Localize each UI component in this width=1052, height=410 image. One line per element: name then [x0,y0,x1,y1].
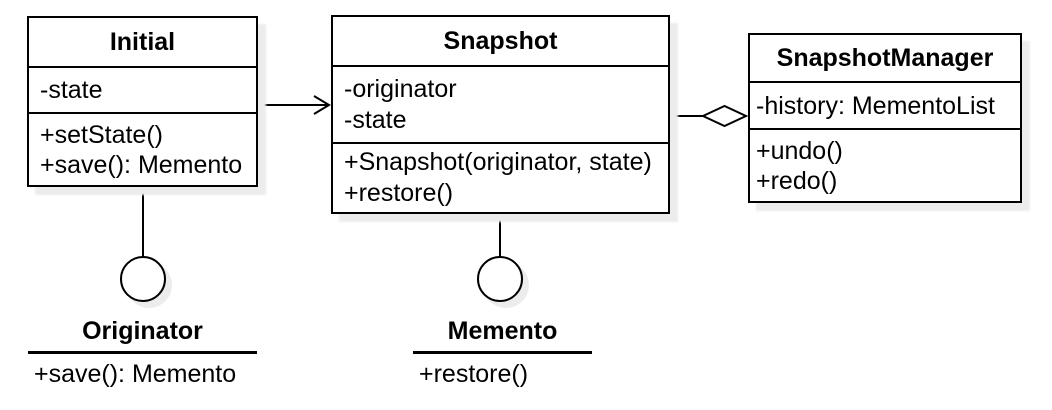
interface-member-row: +restore() [419,360,529,388]
class-methods: +undo() +redo() [750,128,1020,201]
method-row: +setState() [40,120,163,149]
method-row: +undo() [756,136,843,165]
class-methods: +setState() +save(): Memento [29,112,256,185]
attribute-row: -state [344,105,407,134]
class-attributes: -state [29,66,256,112]
open-arrowhead-icon [313,95,331,115]
class-title: SnapshotManager [776,43,994,72]
class-box-snapshot: Snapshot -originator -state +Snapshot(or… [331,15,670,214]
interface-members: +save(): Memento [28,351,257,388]
method-row: +restore() [344,179,454,207]
class-methods: +Snapshot(originator, state) +restore() [333,142,668,212]
interface-member-row: +save(): Memento [34,360,237,388]
attribute-row: -state [40,76,103,104]
interface-circle-shadow [483,262,529,308]
class-title: Initial [109,27,176,56]
interface-members: +restore() [413,351,592,388]
interface-label-memento: Memento +restore() [413,311,592,388]
method-row: +redo() [756,166,838,195]
attribute-row: -history: MementoList [756,91,995,120]
class-attributes: -history: MementoList [750,81,1020,128]
class-title: Snapshot [443,26,558,55]
class-box-snapshotmanager: SnapshotManager -history: MementoList +u… [748,33,1022,203]
interface-circle-shadow [126,262,172,308]
method-row: +save(): Memento [40,150,243,179]
hollow-diamond-icon [700,104,749,128]
method-row: +Snapshot(originator, state) [344,148,652,176]
interface-name: Memento [447,316,558,345]
interface-label-originator: Originator +save(): Memento [28,311,257,388]
interface-name: Originator [82,316,203,345]
interface-circle-memento [477,256,523,302]
class-attributes: -originator -state [333,65,668,142]
attribute-row: -originator [344,74,457,103]
class-box-initial: Initial -state +setState() +save(): Meme… [27,16,258,187]
interface-circle-originator [120,256,166,302]
